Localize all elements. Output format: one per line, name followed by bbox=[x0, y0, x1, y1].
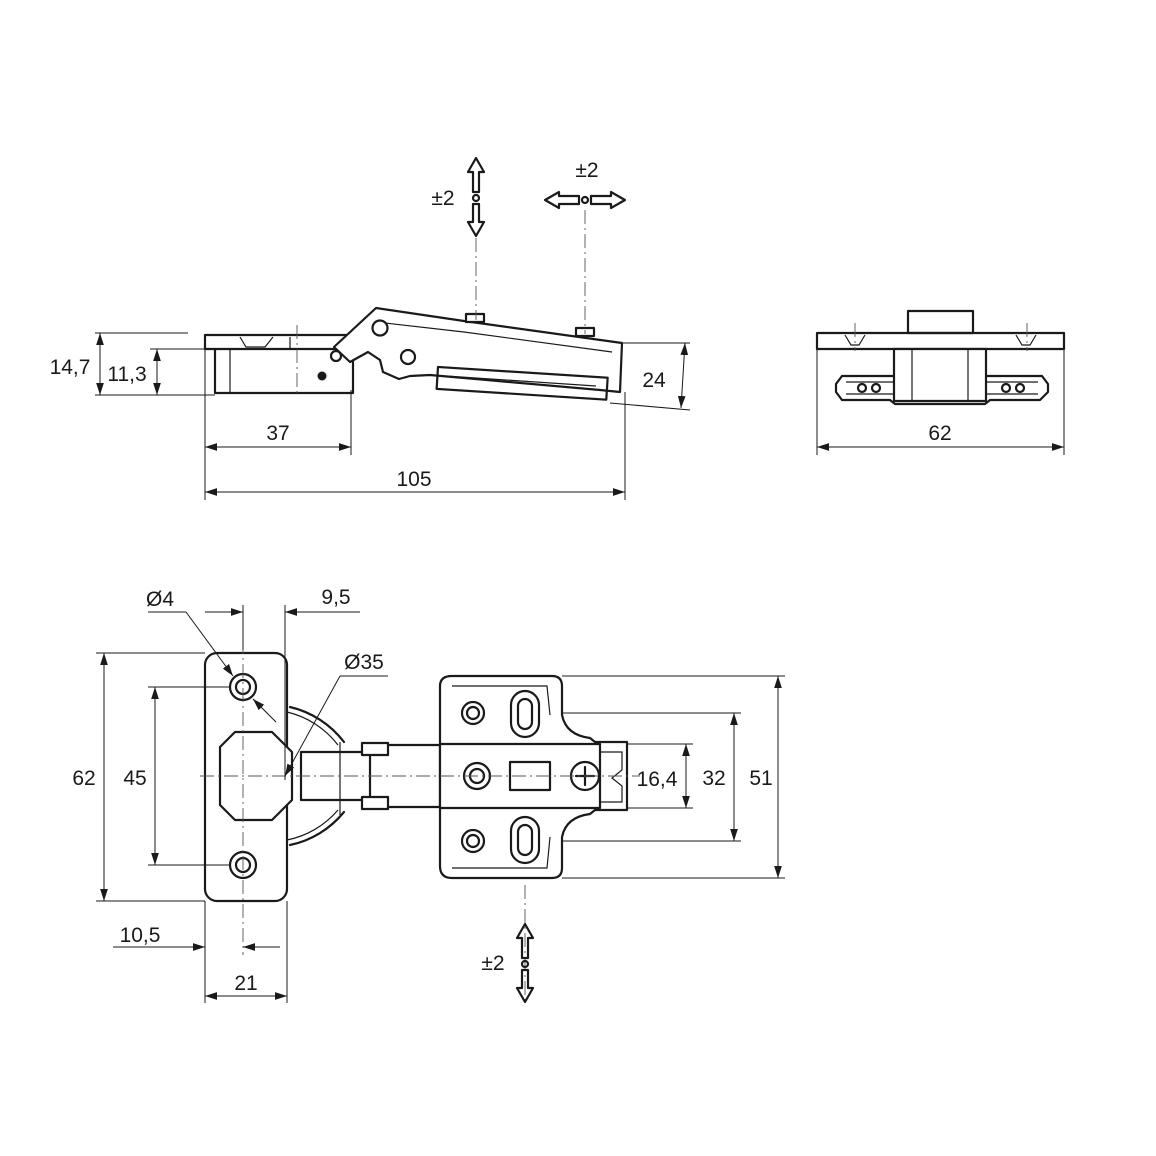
dim-plate-length: 62 bbox=[72, 652, 205, 902]
height-adjust-arrow-icon: ±2 bbox=[481, 922, 535, 1004]
cup-mounting-plate bbox=[203, 651, 294, 903]
dim-hole-diameter: Ø4 bbox=[146, 588, 277, 723]
mounting-base bbox=[438, 674, 629, 880]
dim-label-hole-spacing: 45 bbox=[123, 767, 146, 790]
dim-height-inner: 11,3 bbox=[107, 348, 205, 395]
dim-edge-offset: 10,5 bbox=[113, 901, 280, 1003]
dim-label-cup-diameter: Ø35 bbox=[344, 651, 384, 674]
dim-label-height-outer: 14,7 bbox=[50, 356, 91, 379]
dim-label-base-length: 51 bbox=[749, 767, 772, 790]
dim-base-hole-spacing: 32 bbox=[562, 712, 741, 842]
dim-label-hole-diameter: Ø4 bbox=[146, 588, 174, 611]
end-view: 62 bbox=[815, 309, 1066, 455]
hinge-arm bbox=[332, 306, 624, 401]
dim-label-arm-height: 24 bbox=[642, 369, 666, 392]
dim-label-hole-offset: 9,5 bbox=[321, 586, 350, 609]
side-view: 14,7 11,3 37 105 24 bbox=[50, 156, 691, 500]
dim-label-end-width: 62 bbox=[928, 422, 951, 445]
dim-label-plate-length: 62 bbox=[72, 767, 95, 790]
top-view: Ø4 9,5 Ø35 62 45 bbox=[72, 586, 785, 1004]
dim-label-base-hole-spacing: 32 bbox=[702, 767, 725, 790]
depth-adjust-label: ±2 bbox=[431, 187, 454, 210]
dim-cup-diameter: Ø35 bbox=[284, 651, 388, 777]
cup-plate bbox=[203, 333, 355, 395]
dim-label-plate-width: 21 bbox=[234, 972, 257, 995]
dim-plate-width: 21 bbox=[205, 901, 288, 1003]
dim-hole-offset: 9,5 bbox=[205, 586, 360, 780]
height-adjust-label: ±2 bbox=[481, 952, 504, 975]
dim-arm-height: 24 bbox=[609, 342, 691, 411]
dim-label-total-length: 105 bbox=[396, 468, 431, 491]
dim-label-edge-offset: 10,5 bbox=[120, 924, 161, 947]
dim-label-cup-offset: 37 bbox=[266, 422, 289, 445]
dim-label-slot-width: 16,4 bbox=[637, 768, 678, 791]
dim-hole-spacing: 45 bbox=[123, 686, 230, 866]
side-adjust-arrow-icon: ±2 bbox=[543, 159, 627, 210]
dim-cup-offset: 37 bbox=[204, 349, 352, 500]
depth-adjust-arrow-icon: ±2 bbox=[431, 156, 486, 238]
dim-base-length: 51 bbox=[562, 675, 785, 879]
dim-height-outer: 14,7 bbox=[50, 332, 215, 396]
dim-label-height-inner: 11,3 bbox=[107, 363, 146, 386]
side-adjust-label: ±2 bbox=[575, 159, 598, 182]
dim-total-length: 105 bbox=[205, 392, 626, 500]
hinge-arm-top bbox=[299, 741, 464, 815]
dim-slot-width: 16,4 bbox=[627, 743, 693, 809]
